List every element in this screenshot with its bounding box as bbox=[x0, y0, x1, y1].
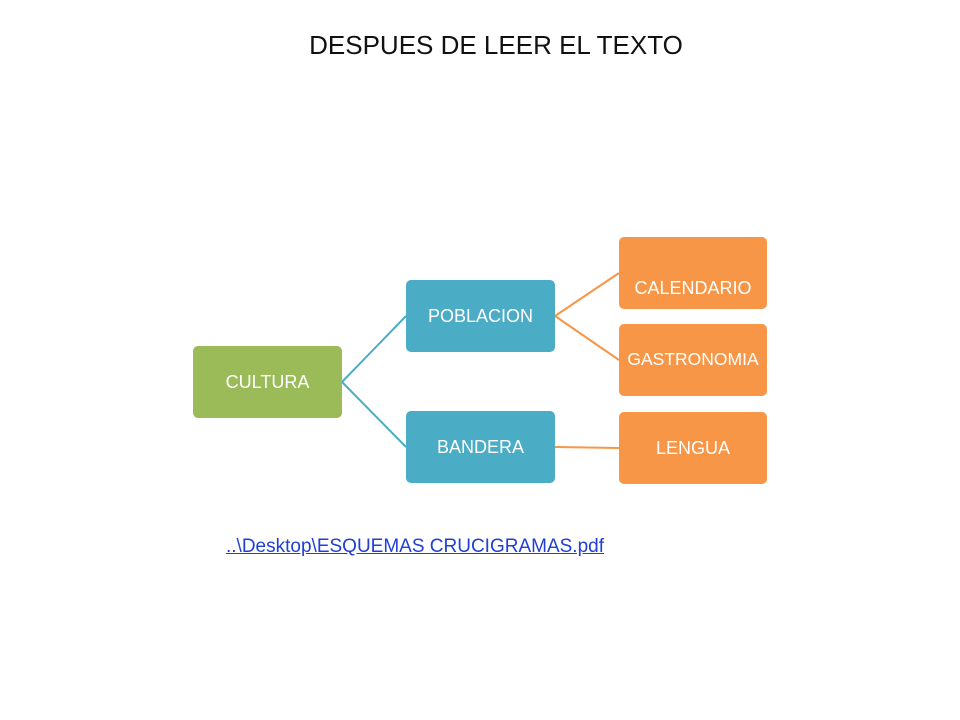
node-bandera: BANDERA bbox=[406, 411, 555, 483]
page-title: DESPUES DE LEER EL TEXTO bbox=[309, 30, 683, 60]
node-cultura: CULTURA bbox=[193, 346, 342, 418]
node-gastronomia: GASTRONOMIA bbox=[619, 324, 767, 396]
node-poblacion: POBLACION bbox=[406, 280, 555, 352]
node-calendario: CALENDARIO bbox=[619, 237, 767, 309]
connector-bandera-lengua bbox=[554, 446, 620, 449]
connector-poblacion-calendario bbox=[554, 272, 620, 317]
file-link[interactable]: ..\Desktop\ESQUEMAS CRUCIGRAMAS.pdf bbox=[226, 536, 604, 557]
connector-poblacion-gastronomia bbox=[554, 315, 620, 361]
node-lengua: LENGUA bbox=[619, 412, 767, 484]
connector-cultura-poblacion bbox=[341, 315, 407, 383]
connector-cultura-bandera bbox=[341, 381, 407, 448]
